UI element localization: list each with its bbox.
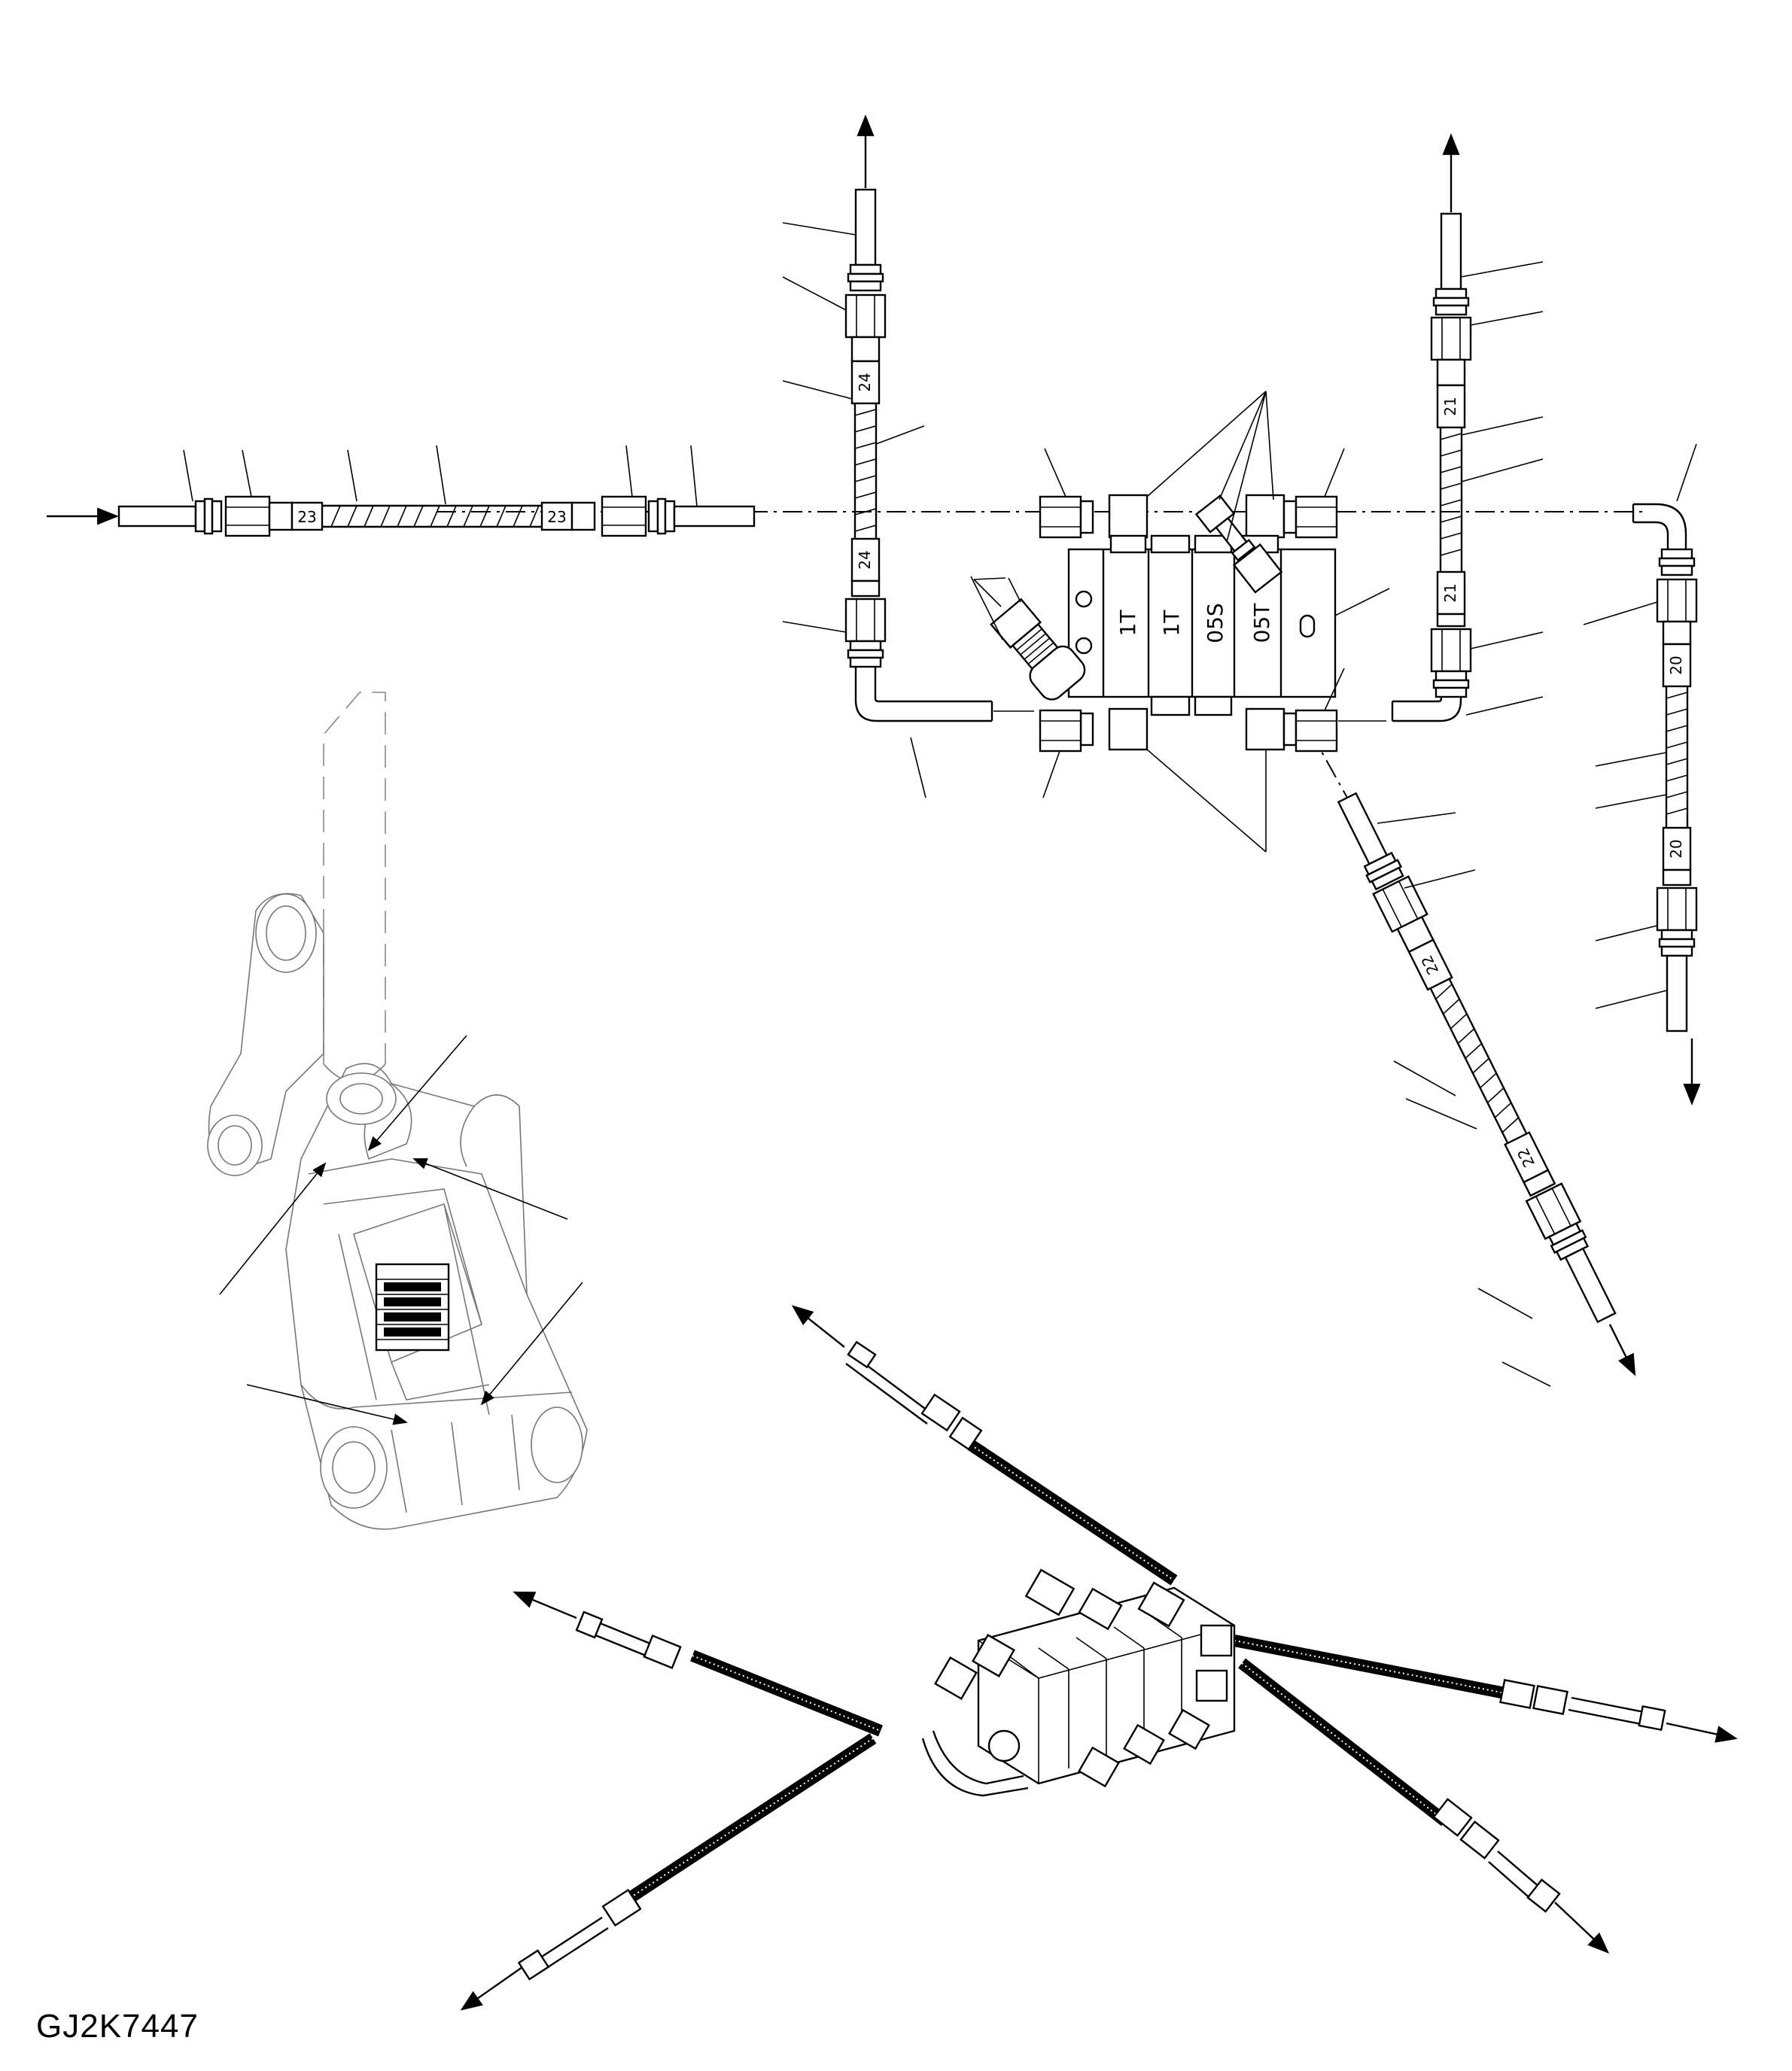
upper-right-hose-assembly: 21 21 [1338,133,1544,722]
diagonal-hose-assembly: 22 22 [1337,792,1636,1376]
hose-number-24-b: 24 [856,550,874,569]
far-right-hose-assembly: 20 20 [1583,443,1701,1105]
isometric-assembly [460,1305,1738,2011]
boom-arm-view [207,692,588,1530]
section-label-05s: 05S [1203,603,1228,643]
upper-left-hose-assembly: 24 24 [782,114,1034,798]
left-hose-assembly: 23 23 [47,445,756,537]
hose-number-23-a: 23 [297,508,316,526]
hose-number-21-b: 21 [1441,583,1459,602]
section-label-1t-a: 1T [1115,610,1140,637]
hose-number-20-a: 20 [1667,655,1685,674]
hose-number-20-b: 20 [1667,839,1685,858]
section-label-1t-b: 1T [1159,610,1184,637]
section-label-05t: 05T [1249,603,1274,643]
hose-number-24-a: 24 [856,373,874,391]
hose-number-23-b: 23 [547,508,566,526]
drawing-code: GJ2K7447 [36,2008,199,2045]
distributor-block: 1T 1T 05S 05T [970,391,1390,853]
diagonal-hose-leaders [1377,812,1551,1387]
hose-number-21-a: 21 [1441,397,1459,415]
